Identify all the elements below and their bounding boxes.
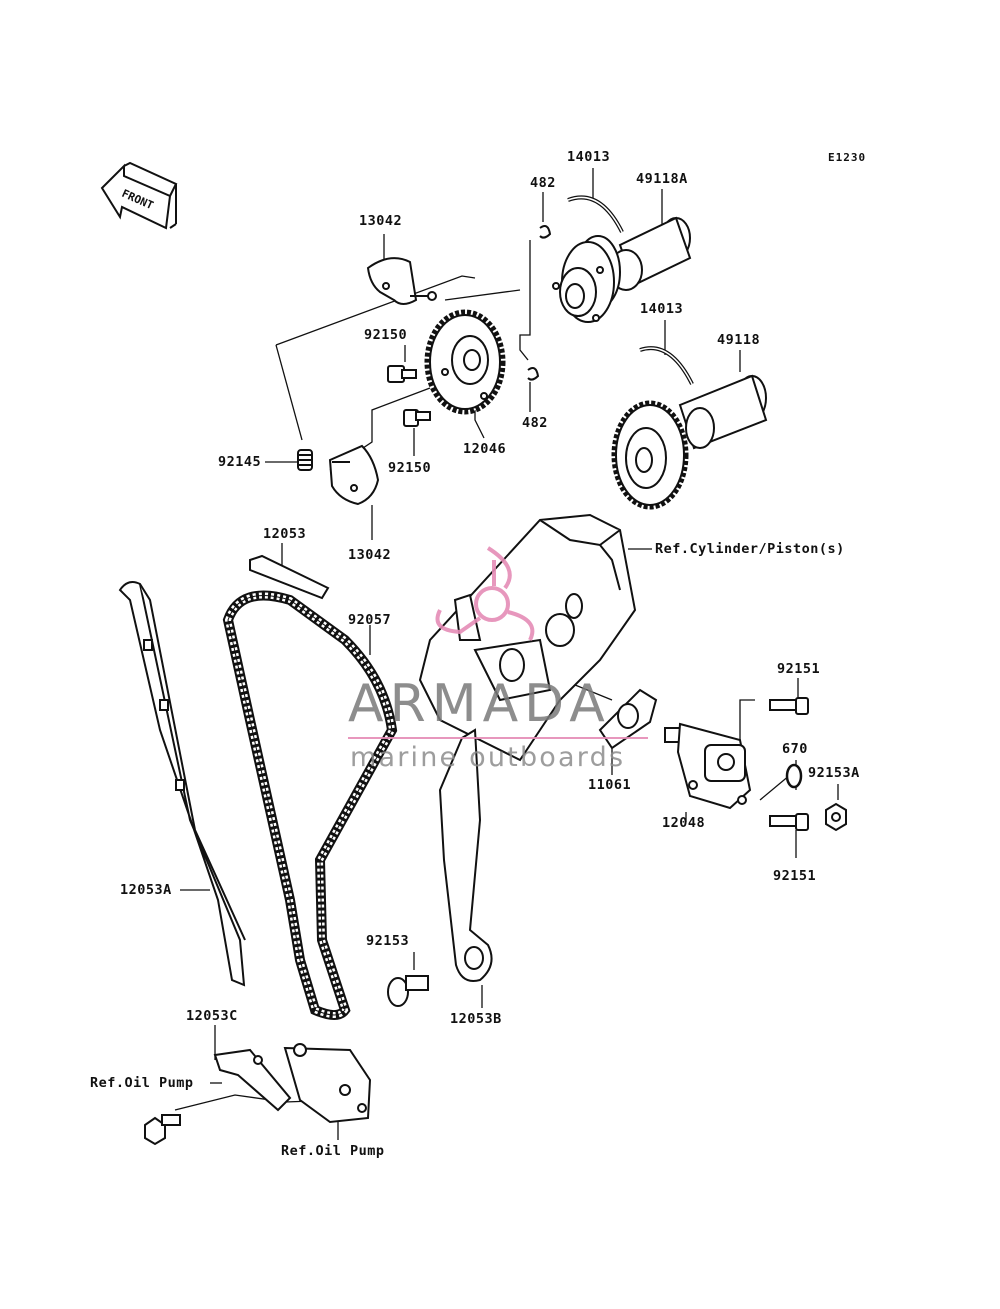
label-670: 670: [782, 741, 808, 757]
camshaft-49118a: [552, 216, 692, 323]
sprocket-12046: [424, 309, 506, 415]
label-13042-top: 13042: [359, 213, 403, 229]
bolt-92150-top: [387, 365, 417, 383]
circlip-14013-mid: [639, 346, 694, 385]
bolt-92150-bottom: [403, 409, 431, 427]
clip-482-bottom: [527, 367, 540, 381]
label-92151-top: 92151: [777, 661, 821, 677]
label-12053a: 12053A: [120, 882, 172, 898]
diagram-code: E1230: [828, 151, 867, 164]
label-ref-oil-pump-left: Ref.Oil Pump: [90, 1075, 194, 1091]
chain-guide-12053a: [118, 581, 246, 987]
oil-pump: [283, 1043, 372, 1124]
label-92150-bottom: 92150: [388, 460, 432, 476]
label-49118: 49118: [717, 332, 761, 348]
label-92057: 92057: [348, 612, 392, 628]
oring-670: [785, 763, 803, 789]
bolt-92151-bottom: [769, 813, 809, 831]
bolt-oil-pump: [144, 1114, 181, 1146]
decompressor-weight-13042-bottom: [328, 444, 380, 506]
timing-chain-92057: [222, 590, 398, 1020]
guide-12053: [249, 554, 330, 600]
plug-92153a: [825, 802, 847, 832]
front-arrow-icon: FRONT: [100, 161, 178, 230]
label-482-top: 482: [530, 175, 556, 191]
watermark-title: ARMADA: [348, 674, 611, 734]
circlip-14013-top: [567, 195, 624, 233]
label-92150-top: 92150: [364, 327, 408, 343]
watermark-logo-icon: [348, 546, 648, 739]
label-12053b: 12053B: [450, 1011, 502, 1027]
label-ref-cylinder: Ref.Cylinder/Piston(s): [655, 541, 845, 557]
label-482-bottom: 482: [522, 415, 548, 431]
label-ref-oil-pump-bottom: Ref.Oil Pump: [281, 1143, 385, 1159]
label-14013-mid: 14013: [640, 301, 684, 317]
label-14013-top: 14013: [567, 149, 611, 165]
label-92153a: 92153A: [808, 765, 860, 781]
label-92153: 92153: [366, 933, 410, 949]
guide-12053c: [213, 1048, 292, 1112]
clip-482-top: [539, 225, 552, 239]
gasket-11061: [598, 688, 658, 750]
spring-92145: [297, 449, 313, 471]
label-12048: 12048: [662, 815, 706, 831]
decompressor-weight-13042-top: [366, 257, 437, 305]
label-12053: 12053: [263, 526, 307, 542]
bolt-92151-top: [769, 697, 809, 715]
label-11061: 11061: [588, 777, 632, 793]
label-13042-bottom: 13042: [348, 547, 392, 563]
bolt-92153: [387, 975, 429, 1007]
cylinder-head: [418, 513, 637, 762]
label-12053c: 12053C: [186, 1008, 238, 1024]
label-12046: 12046: [463, 441, 507, 457]
label-49118a: 49118A: [636, 171, 688, 187]
tensioner-12048: [664, 722, 752, 810]
label-92145: 92145: [218, 454, 262, 470]
camshaft-49118: [611, 374, 768, 510]
label-92151-bottom: 92151: [773, 868, 817, 884]
watermark-subtitle: marine outboards: [350, 742, 626, 773]
tensioner-guide-12053b: [438, 728, 493, 982]
